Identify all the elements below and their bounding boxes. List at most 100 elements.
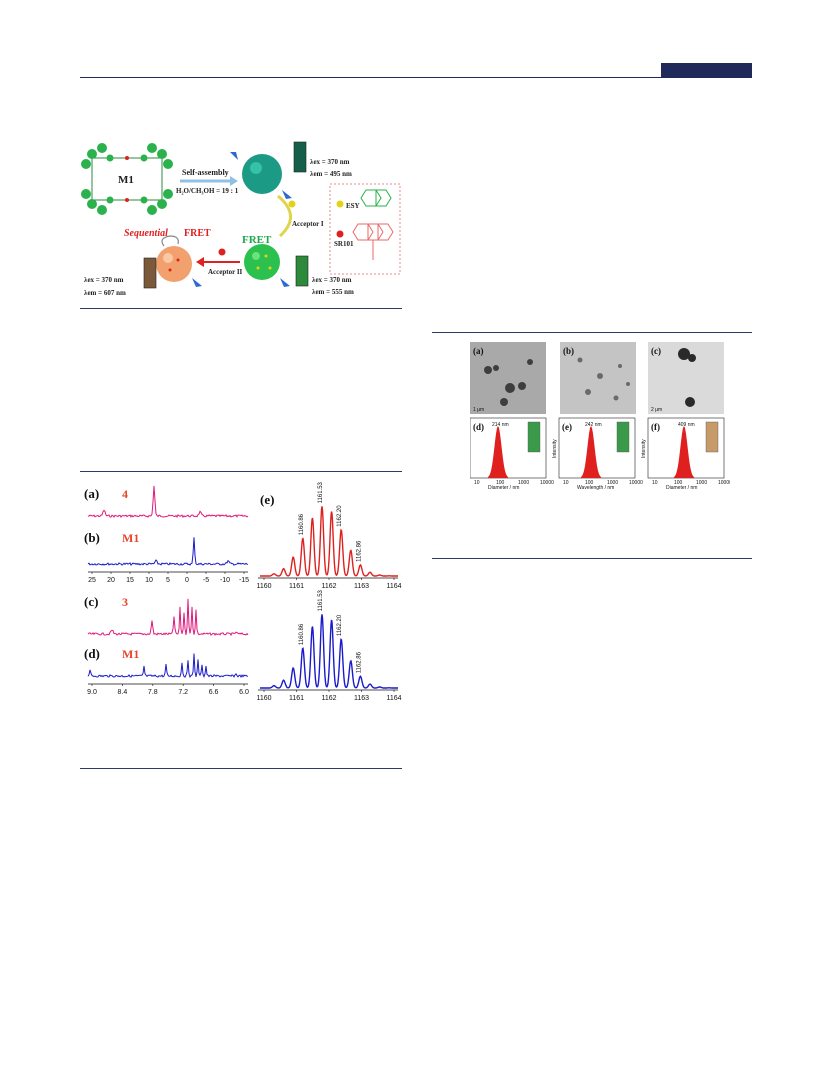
label-e: (e)	[260, 492, 274, 507]
dls-xlabel: Diameter / nm	[488, 485, 519, 490]
tick-label: 6.6	[209, 689, 219, 696]
ms-peak-label: 1162.20	[337, 505, 343, 527]
tick-label: 6.0	[239, 689, 249, 696]
ms-envelope	[260, 614, 398, 689]
tick-label: 1162	[321, 583, 336, 590]
dls-peak	[488, 426, 508, 478]
em3-label: λem = 607 nm	[84, 289, 126, 297]
tem-bottom-rule	[432, 558, 752, 559]
tick-label: 9.0	[87, 689, 97, 696]
ms-peak-label: 1162.86	[356, 540, 362, 562]
donor-nanoparticle	[242, 154, 282, 194]
acceptor-box	[329, 183, 401, 275]
dls-tick: 10	[652, 480, 658, 486]
tick-label: 0	[185, 577, 189, 584]
tem-label-c: (c)	[651, 346, 661, 356]
tick-label: 1161	[289, 583, 304, 590]
trace-b	[87, 537, 249, 566]
scheme-figure: M1 Self-assembly H₂O/CH₃OH = 19 : 1 λex …	[81, 141, 401, 297]
ms-peak-label: 1160.86	[299, 513, 305, 535]
dls-peak-value: 409 nm	[678, 422, 695, 428]
tick-label: 10	[145, 577, 153, 584]
label-d: (d)	[84, 646, 100, 661]
dls-tick: 10	[563, 480, 569, 486]
ms-peak-label: 1162.86	[356, 651, 362, 673]
fret-nanoparticle	[244, 244, 280, 280]
em2-label: λem = 555 nm	[312, 288, 354, 296]
scheme-rule	[80, 308, 402, 309]
ex1-label: λex = 370 nm	[310, 158, 350, 166]
tick-label: 7.2	[178, 689, 188, 696]
dls-vial-inset	[527, 421, 541, 453]
tick-label: 1164	[386, 695, 401, 702]
tick-label: 1161	[289, 695, 304, 702]
self-assembly-label: Self-assembly	[182, 168, 229, 177]
dls-tick: 10	[474, 480, 480, 486]
tick-label: 8.4	[118, 689, 128, 696]
tick-label: 1160	[256, 695, 271, 702]
dls-tick: 10000	[540, 480, 554, 486]
tick-label: 5	[166, 577, 170, 584]
dls-tick: 10000	[718, 480, 730, 486]
dls-peak	[674, 426, 694, 478]
tick-label: 1164	[386, 583, 401, 590]
tick-label: 1160	[256, 583, 271, 590]
esy-structure	[360, 189, 392, 207]
seq-fret-nanoparticle	[156, 246, 192, 282]
tem-label-b: (b)	[563, 346, 574, 356]
dls-label: (d)	[473, 422, 484, 432]
vial-1	[293, 141, 307, 173]
tick-label: 25	[88, 577, 96, 584]
acceptor2-label: Acceptor II	[208, 268, 243, 276]
tem-top-rule	[432, 332, 752, 333]
header-block	[661, 63, 752, 77]
tem-scale-a: 1 μm	[473, 407, 484, 413]
dls-peak-value: 214 nm	[492, 422, 509, 428]
dls-tick: 1000	[607, 480, 618, 486]
dls-xlabel: Wavelength / nm	[577, 485, 614, 490]
acceptor1-label: Acceptor I	[292, 220, 324, 228]
dls-tick: 100	[496, 480, 505, 486]
solvent-label: H₂O/CH₃OH = 19 : 1	[176, 187, 239, 195]
sr101-label: SR101	[334, 240, 354, 248]
tick-label: -10	[220, 577, 230, 584]
sr101-structure	[352, 223, 394, 260]
dls-ylabel: Intensity	[641, 439, 647, 458]
tick-label: 15	[126, 577, 134, 584]
ex3-label: λex = 370 nm	[84, 276, 124, 284]
tick-label: -5	[203, 577, 209, 584]
sequential-word: Sequential	[124, 228, 168, 239]
label-a: (a)	[84, 486, 99, 501]
esy-label: ESY	[346, 202, 360, 210]
label-c: (c)	[84, 594, 98, 609]
tem-scale-c: 2 μm	[651, 407, 662, 413]
spectra-top-rule	[80, 471, 402, 472]
ms-peak-label: 1160.86	[299, 623, 305, 645]
dls-tick: 1000	[518, 480, 529, 486]
spectra-bottom-rule	[80, 768, 402, 769]
dls-tick: 100	[674, 480, 683, 486]
vial-3	[143, 257, 157, 289]
ms-envelope	[260, 506, 398, 577]
ex2-label: λex = 370 nm	[312, 276, 352, 284]
trace-a	[87, 485, 249, 519]
name-b: M1	[122, 531, 139, 545]
tick-label: 20	[107, 577, 115, 584]
tick-label: -15	[239, 577, 249, 584]
m1-macrocycle: M1	[81, 143, 173, 215]
dls-xlabel: Diameter / nm	[666, 485, 697, 490]
dls-tick: 1000	[696, 480, 707, 486]
tick-label: 1163	[354, 695, 369, 702]
axis-top-ticks: 25 20 15 10 5 0 -5 -10 -15	[88, 572, 249, 584]
tem-label-a: (a)	[473, 346, 484, 356]
name-a: 4	[122, 487, 128, 501]
dls-peak	[581, 426, 601, 478]
dls-peak-value: 242 nm	[585, 422, 602, 428]
tick-label: 7.8	[148, 689, 158, 696]
axis-bottom-ticks: 9.0 8.4 7.8 7.2 6.6 6.0	[87, 684, 249, 696]
